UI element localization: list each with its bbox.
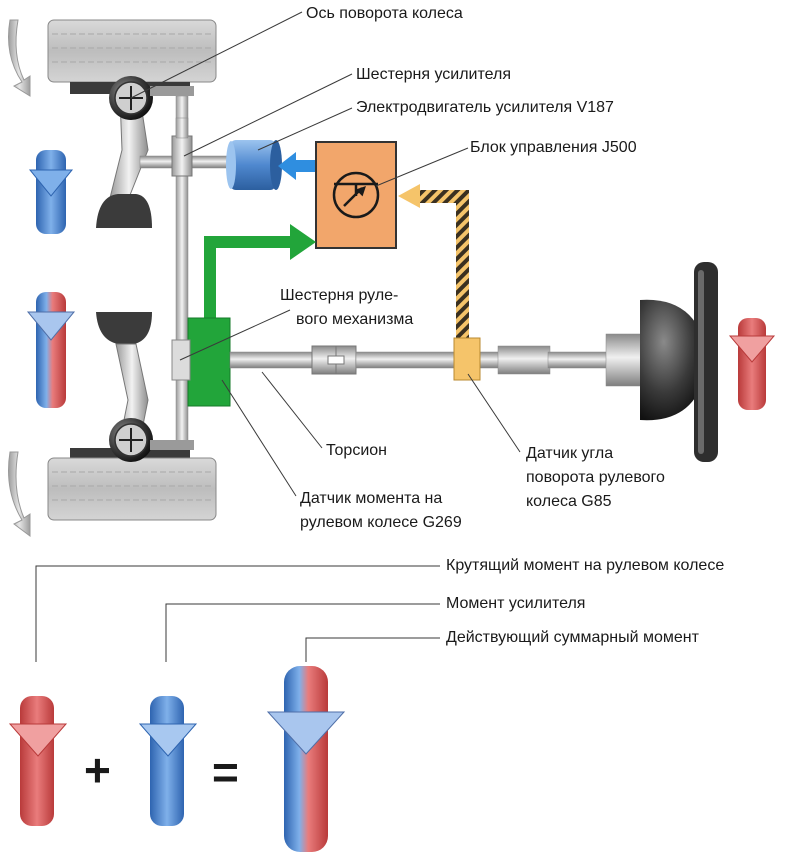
tie-rod-mount-bottom [150,440,194,450]
signal-arrow-to-motor [278,152,316,180]
torque-sensor-g269 [187,317,231,407]
steering-shaft [229,333,643,387]
leader-steering-gear [179,309,291,361]
leader-torsion [261,371,323,449]
booster-gear [139,117,239,177]
control-unit-j500 [315,141,397,249]
torque-icon-total-left [26,292,76,408]
legend-steering-torque: Крутящий момент на рулевом колесе [446,557,724,574]
signal-path-angle-to-ecu [398,184,469,344]
tie-rod-mount-top [150,86,194,96]
legend-total-torque: Действующий суммарный момент [446,629,700,646]
label-control-unit: Блок управления J500 [470,139,637,156]
leader-booster-gear [183,73,353,157]
wheel-rotation-arrow-top [8,19,31,97]
steering-wheel [640,262,718,462]
legend-equals: = [212,746,239,798]
label-wheel-axis: Ось поворота колеса [306,5,463,22]
label-angle-sensor-line1: Датчик угла [526,445,613,462]
label-angle-sensor-line3: колеса G85 [526,493,612,510]
label-angle-sensor-line2: поворота рулевого [526,469,665,486]
legend-booster-torque: Момент усилителя [446,595,585,612]
legend-icon-total-torque [266,666,346,852]
wheel-rotation-arrow-bottom [8,451,31,537]
label-motor: Электродвигатель усилителя V187 [356,99,614,116]
label-steering-gear-line1: Шестерня руле- [280,287,398,304]
steering-knuckle-top [96,97,152,228]
label-torsion-bar: Торсион [326,442,387,459]
legend-icon-steering-torque [8,696,68,826]
label-steering-gear-line2: вого механизма [296,311,413,328]
motor-v187 [226,140,282,190]
angle-sensor-g85 [453,337,481,381]
legend-plus: + [84,744,111,796]
pivot-axis-bottom [109,418,153,462]
leader-wheel-axis [130,11,303,99]
legend-leader-booster [165,603,440,662]
torque-icon-booster-left [28,150,74,234]
legend-leader-total [305,637,440,662]
label-torque-sensor-line1: Датчик момента на [300,490,442,507]
label-booster-gear: Шестерня усилителя [356,66,511,83]
legend-icon-booster-torque [138,696,198,826]
label-torque-sensor-line2: рулевом колесе G269 [300,514,462,531]
leader-motor [257,107,353,151]
leader-torque-sensor [221,379,297,497]
front-wheel-bottom [47,448,217,521]
leader-angle-sensor [467,373,521,453]
leader-control-unit [375,147,469,187]
signal-arrow-torque-to-ecu [204,224,316,320]
legend-leader-steering [35,565,440,662]
torque-icon-driver-right [728,318,776,410]
